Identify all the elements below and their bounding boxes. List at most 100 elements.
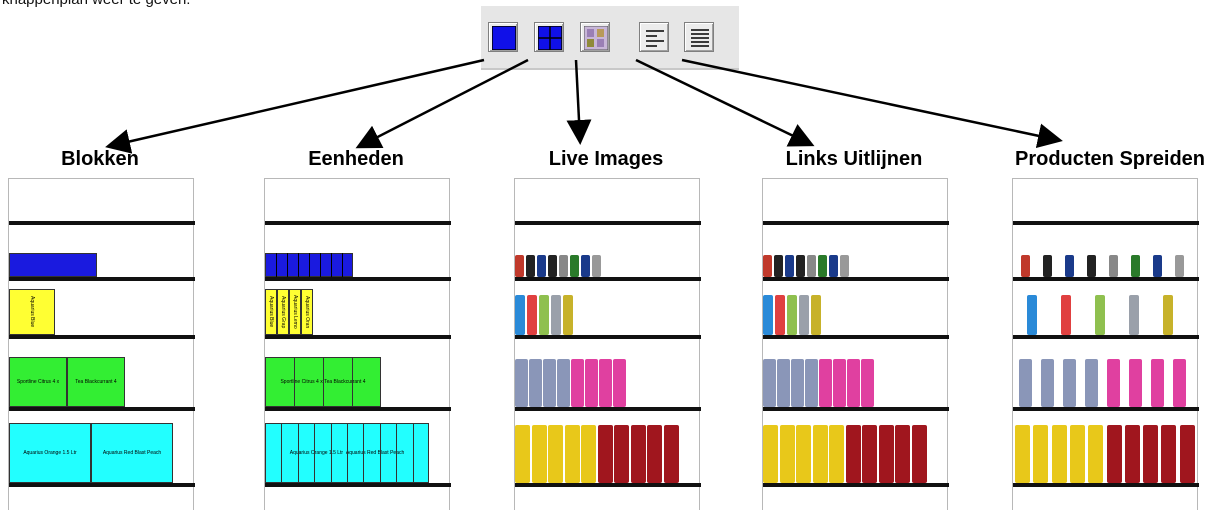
- align-left-button[interactable]: [639, 22, 669, 52]
- energy-can-image: [807, 255, 816, 277]
- planogram-live-images: [514, 178, 701, 510]
- small-bottle-image: [1027, 295, 1037, 335]
- small-bottle-unit: Aquarius Grap: [277, 289, 289, 335]
- planogram-blokken: Aquarius Blue Sportline Citrus 4 x Tea B…: [8, 178, 195, 510]
- small-bottle-image: [563, 295, 573, 335]
- energy-can-image: [1131, 255, 1140, 277]
- multipack-image: [861, 359, 874, 407]
- large-bottle-image: [1106, 425, 1122, 483]
- multipack-image: [529, 359, 542, 407]
- blocks-view-button[interactable]: [488, 22, 518, 52]
- energy-can-image: [1065, 255, 1074, 277]
- energy-can-image: [763, 255, 772, 277]
- unit-divider: [297, 423, 299, 483]
- unit-divider: [323, 357, 324, 407]
- shelf: [265, 221, 451, 225]
- heading-links-uitlijnen: Links Uitlijnen: [785, 148, 923, 170]
- energy-drinks-block: [9, 253, 97, 277]
- small-bottle-image: [527, 295, 537, 335]
- live-images-view-button[interactable]: [580, 22, 610, 52]
- shelf: [9, 221, 195, 225]
- energy-can-image: [537, 255, 546, 277]
- small-bottle-unit: Aquarius Lemo: [289, 289, 301, 335]
- sportline-citrus-block: Sportline Citrus 4 x: [9, 357, 67, 407]
- large-bottle-image: [564, 425, 580, 483]
- unit-divider: [314, 423, 316, 483]
- large-bottle-image: [630, 425, 646, 483]
- large-bottle-image: [1088, 425, 1104, 483]
- multipack-image: [777, 359, 790, 407]
- large-bottle-image: [845, 425, 861, 483]
- multipack-image: [1085, 359, 1098, 407]
- arrow-producten-spreiden: [681, 58, 1063, 149]
- energy-can-image: [592, 255, 601, 277]
- small-bottle-image: [1061, 295, 1071, 335]
- aquarius-orange-block: Aquarius Orange 1.5 Ltr: [9, 423, 91, 483]
- intro-text: knappenplan weer te geven:: [2, 0, 190, 8]
- live-images-icon: [584, 26, 608, 50]
- large-bottle-image: [1161, 425, 1177, 483]
- multipack-image: [1173, 359, 1186, 407]
- large-bottle-image: [1124, 425, 1140, 483]
- energy-can-image: [785, 255, 794, 277]
- arrow-live-images: [566, 59, 592, 145]
- energy-can-image: [581, 255, 590, 277]
- heading-eenheden: Eenheden: [308, 148, 404, 170]
- unit-divider: [281, 423, 283, 483]
- unit-divider: [342, 253, 343, 277]
- shelf: [265, 483, 451, 487]
- large-bottle-image: [1069, 425, 1085, 483]
- multipack-image: [1151, 359, 1164, 407]
- shelf: [265, 407, 451, 411]
- multipack-image: [613, 359, 626, 407]
- align-left-icon: [646, 30, 664, 47]
- energy-can-image: [840, 255, 849, 277]
- large-bottle-image: [581, 425, 596, 483]
- small-bottle-image: [787, 295, 797, 335]
- spread-icon: [691, 29, 709, 47]
- multipack-image: [819, 359, 832, 407]
- large-bottle-image: [1143, 425, 1159, 483]
- small-bottle-image: [1095, 295, 1105, 335]
- large-bottle-image: [895, 425, 910, 483]
- unit-divider: [298, 253, 299, 277]
- large-bottle-image: [812, 425, 828, 483]
- shelf: [265, 335, 451, 339]
- large-bottle-image: [597, 425, 613, 483]
- multipack-image: [1041, 359, 1054, 407]
- small-bottle-image: [775, 295, 785, 335]
- small-bottle-unit: Aquarius Blue: [265, 289, 277, 335]
- unit-divider: [330, 423, 332, 483]
- arrow-links-uitlijnen: [635, 58, 815, 147]
- unit-divider: [331, 253, 332, 277]
- multipack-image: [543, 359, 556, 407]
- unit-divider: [276, 253, 277, 277]
- energy-can-image: [1175, 255, 1184, 277]
- small-bottle-image: [539, 295, 549, 335]
- small-bottle-unit: Aquarius Oran: [301, 289, 313, 335]
- unit-divider: [287, 253, 288, 277]
- energy-can-image: [1153, 255, 1162, 277]
- units-view-button[interactable]: [534, 22, 564, 52]
- small-bottle-image: [811, 295, 821, 335]
- multipack-image: [585, 359, 598, 407]
- small-bottle-image: [551, 295, 561, 335]
- energy-can-image: [548, 255, 557, 277]
- heading-producten-spreiden: Producten Spreiden: [1014, 148, 1206, 170]
- unit-divider: [352, 357, 353, 407]
- heading-live-images: Live Images: [548, 148, 664, 170]
- large-bottle-image: [531, 425, 547, 483]
- energy-can-image: [829, 255, 838, 277]
- blocks-icon: [492, 26, 516, 50]
- energy-can-image: [1109, 255, 1118, 277]
- large-bottle-image: [1033, 425, 1049, 483]
- large-bottle-image: [663, 425, 679, 483]
- tea-blackcurrant-block: Tea Blackcurrant 4: [67, 357, 125, 407]
- large-bottle-image: [779, 425, 795, 483]
- multipack-image: [599, 359, 612, 407]
- view-toolbar: [481, 6, 739, 70]
- spread-products-button[interactable]: [684, 22, 714, 52]
- aquarius-red-blast-block: Aquarius Red Blast Peach: [91, 423, 173, 483]
- unit-divider: [412, 423, 414, 483]
